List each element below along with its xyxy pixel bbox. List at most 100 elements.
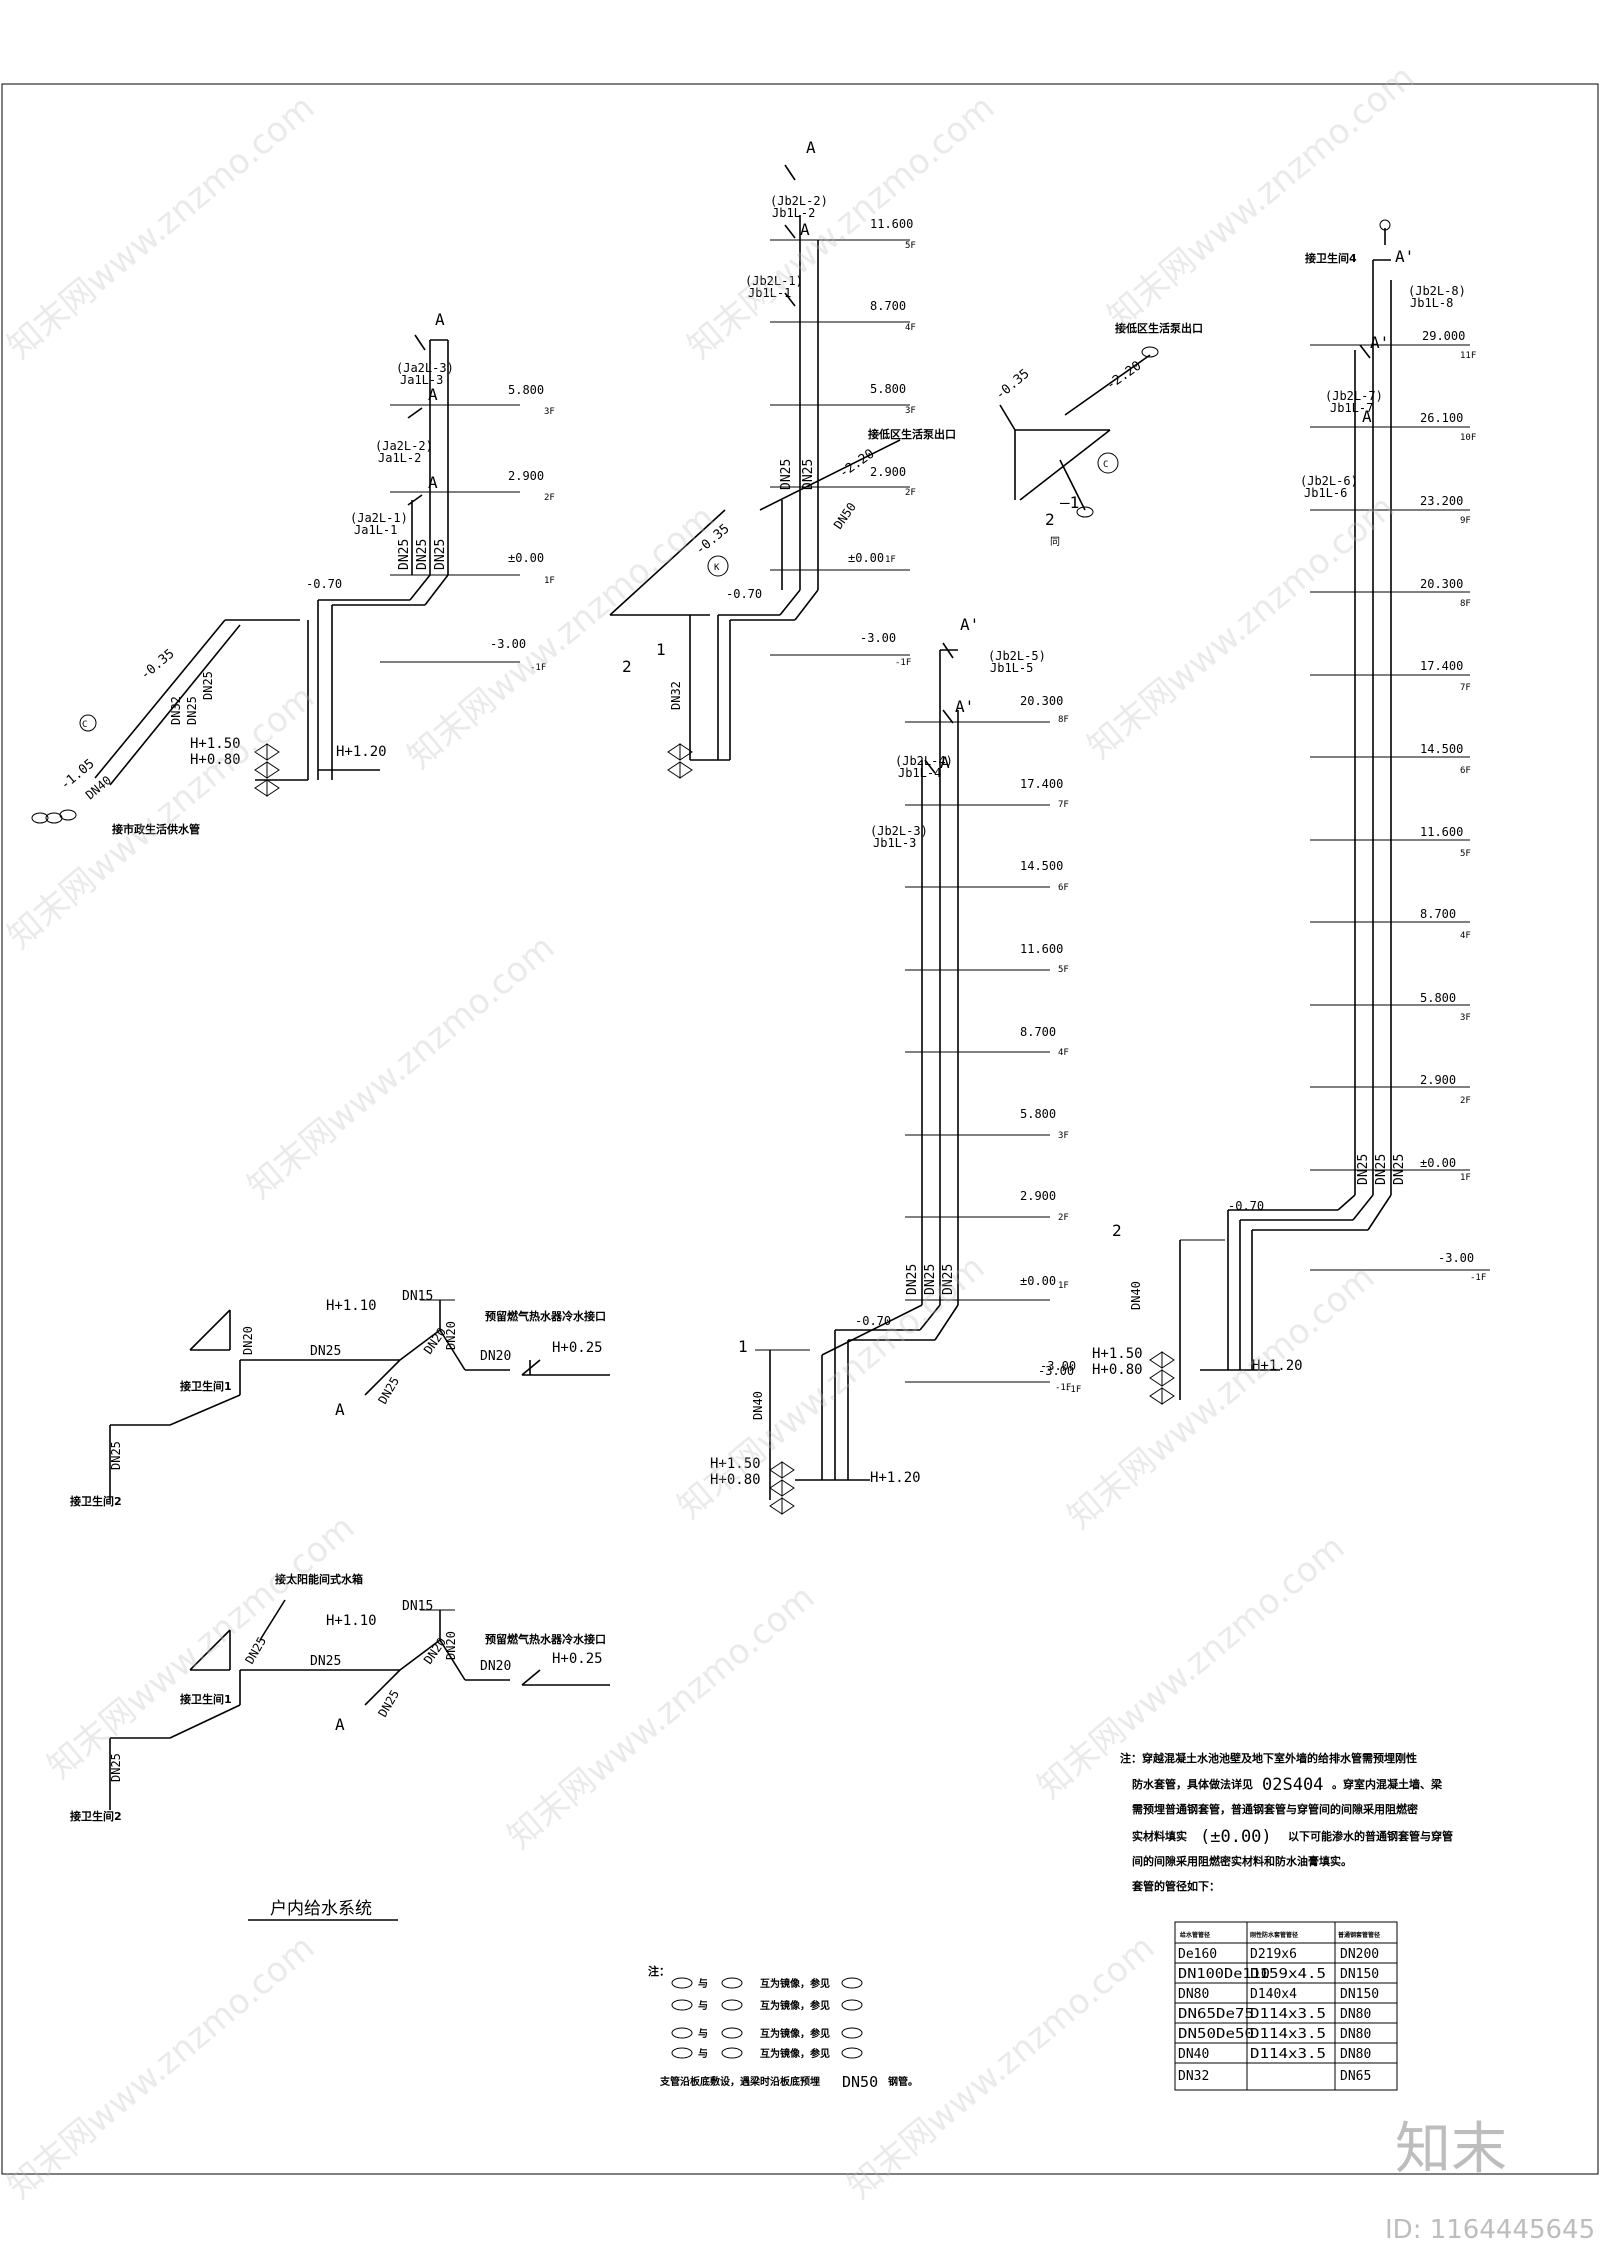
note-line: 间的间隙采用阻燃密实材料和防水油膏填实。 — [1132, 1854, 1352, 1868]
floor-label: 2F — [1460, 1096, 1471, 1106]
watermark-text: 知末网www.znzmo.com — [1100, 57, 1422, 336]
elev-label: 23.200 — [1420, 494, 1463, 508]
table-cell: D114x3.5 — [1250, 2027, 1326, 2042]
table-cell: DN80 — [1340, 2027, 1371, 2042]
callout-c-2 — [1097, 452, 1119, 474]
note-gas-heater: 预留燃气热水器冷水接口 — [485, 1632, 606, 1646]
riser-label: Ja1L-1 — [354, 523, 397, 537]
floor-label: 5F — [905, 241, 916, 251]
floor-label: 3F — [1058, 1131, 1069, 1141]
pipe-size: DN25 — [433, 539, 448, 570]
table-cell: DN150 — [1340, 1987, 1379, 2002]
riser-label: (Jb2L-4) — [895, 754, 953, 768]
riser-label: Ja1L-2 — [378, 451, 421, 465]
floor-label: 4F — [905, 323, 916, 333]
marker-a: A — [806, 138, 816, 157]
elev-label: 26.100 — [1420, 411, 1463, 425]
riser-label: (Jb2L-6) — [1300, 474, 1358, 488]
table-cell: D114x3.5 — [1250, 2007, 1326, 2022]
height-label: H+0.80 — [710, 1472, 761, 1488]
riser-label: Jb1L-7 — [1330, 401, 1373, 415]
diagram-text: A (Ja2L-3) Ja1L-3 A 5.800 3F (Ja2L-2) Ja… — [58, 138, 1486, 2091]
table-cell: D219x6 — [1250, 1947, 1297, 1962]
elev-label: -0.70 — [726, 587, 762, 601]
riser-label: Jb1L-5 — [990, 661, 1033, 675]
height-label: H+1.10 — [326, 1298, 377, 1314]
elev-label: 17.400 — [1020, 777, 1063, 791]
note-code: 02S404 — [1262, 1775, 1323, 1795]
table-cell: DN65De75 — [1178, 2007, 1254, 2022]
note-solar: 接太阳能间式水箱 — [275, 1572, 363, 1586]
legend-yu: 与 — [698, 2047, 708, 2060]
elev-label: 8.700 — [870, 299, 906, 313]
elev-label: 2.900 — [870, 465, 906, 479]
pipe-size: DN32 — [669, 681, 683, 710]
table-cell: DN80 — [1340, 2047, 1371, 2062]
marker-2: 2 — [1112, 1221, 1122, 1240]
elev-label: ±0.00 — [1420, 1156, 1456, 1170]
floor-label: -1F — [1470, 1273, 1486, 1283]
elev-label: -0.35 — [138, 646, 178, 683]
legend-row: 互为镜像，参见 — [760, 2047, 830, 2060]
riser-label: (Jb2L-7) — [1325, 389, 1383, 403]
floor-label: 2F — [905, 488, 916, 498]
marker-a-prime: A' — [1395, 247, 1414, 266]
table-cell: DN150 — [1340, 1967, 1379, 1982]
riser-label: (Jb2L-8) — [1408, 284, 1466, 298]
callout-label: K — [714, 563, 720, 573]
elev-label: 8.700 — [1020, 1025, 1056, 1039]
table-cell: DN65 — [1340, 2069, 1371, 2084]
callout-label: C — [82, 720, 87, 730]
watermark-text: 知末网www.znzmo.com — [0, 87, 322, 366]
height-label: H+1.50 — [190, 736, 241, 752]
riser-label: Jb1L-1 — [748, 286, 791, 300]
elev-label: 20.300 — [1020, 694, 1063, 708]
floor-label: 4F — [1058, 1048, 1069, 1058]
height-label: H+0.25 — [552, 1340, 603, 1356]
pipe-size: DN20 — [480, 1349, 511, 1364]
table-cell: DN80 — [1340, 2007, 1371, 2022]
watermark-text: 知末网www.znzmo.com — [840, 1927, 1162, 2206]
floor-label: 11F — [1460, 351, 1476, 361]
floor-label: 7F — [1058, 800, 1069, 810]
riser-group-3 — [755, 642, 1050, 1515]
pipe-size: DN25 — [923, 1264, 938, 1295]
elev-label: -3.00 — [1040, 1359, 1076, 1373]
riser-label: (Ja2L-3) — [396, 361, 454, 375]
pipe-size: DN25 — [109, 1753, 123, 1782]
height-label: H+1.20 — [1252, 1358, 1303, 1374]
riser-label: Jb1L-8 — [1410, 296, 1453, 310]
elev-label: 11.600 — [1420, 825, 1463, 839]
watermark-text: 知末网www.znzmo.com — [670, 1247, 992, 1526]
marker-a: A — [940, 753, 950, 772]
callout-k — [707, 555, 729, 577]
elev-label: 5.800 — [508, 383, 544, 397]
marker-a: A — [435, 310, 445, 329]
sleeve-table-grid — [1174, 1921, 1398, 2091]
height-label: H+1.10 — [326, 1613, 377, 1629]
watermark-text: 知末网www.znzmo.com — [500, 1577, 822, 1856]
pipe-size: DN25 — [1374, 1154, 1389, 1185]
floor-label: -1F — [895, 658, 911, 668]
marker-2: 2 — [622, 657, 632, 676]
elev-label: -0.35 — [993, 366, 1033, 403]
note-bath4: 接卫生间4 — [1305, 251, 1357, 265]
pipe-size: DN20 — [444, 1631, 458, 1660]
marker-a: A — [800, 220, 810, 239]
elev-label: 11.600 — [1020, 942, 1063, 956]
pipe-size: DN15 — [402, 1289, 433, 1304]
height-label: H+1.50 — [1092, 1346, 1143, 1362]
pipe-size: DN25 — [310, 1654, 341, 1669]
riser-label: Ja1L-3 — [400, 373, 443, 387]
elev-label: ±0.00 — [848, 551, 884, 565]
elev-label: -0.70 — [1228, 1199, 1264, 1213]
floor-label: 8F — [1460, 599, 1471, 609]
note-line: 需预埋普通钢套管，普通钢套管与穿管间的间隙采用阻燃密 — [1132, 1802, 1418, 1816]
legend-title: 注： — [648, 1964, 670, 1978]
note-bath2: 接卫生间2 — [70, 1809, 122, 1823]
table-header: 刚性防水套管管径 — [1250, 1931, 1298, 1939]
floor-label: 3F — [905, 406, 916, 416]
legend-yu: 与 — [698, 2027, 708, 2040]
legend-footer: 支管沿板底敷设，遇梁时沿板底预埋 — [659, 2075, 820, 2088]
